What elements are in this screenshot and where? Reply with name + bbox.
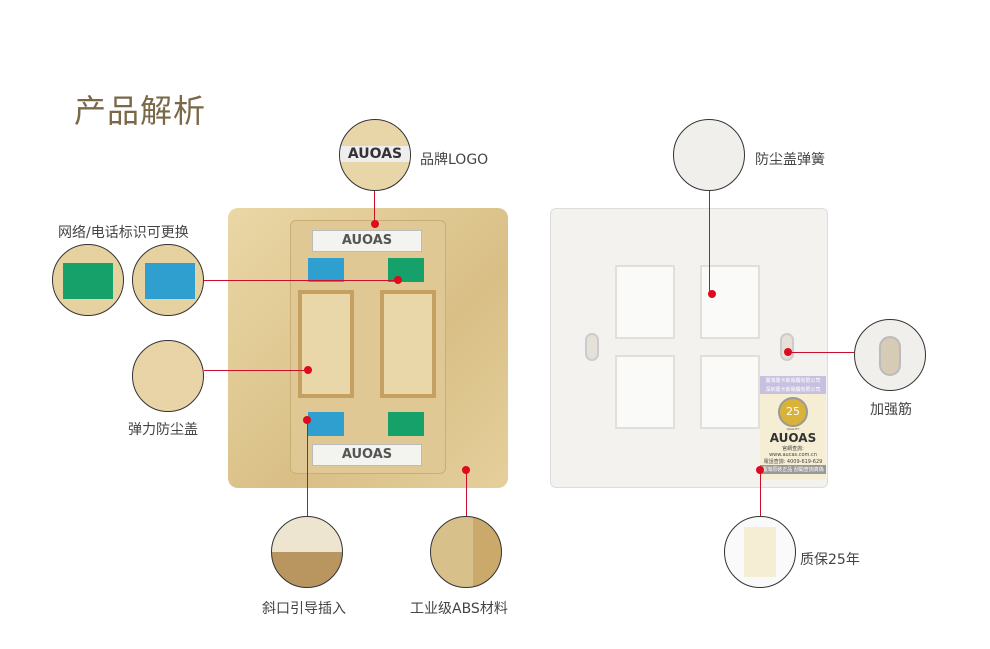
logo-zoom-text: AUOAS <box>340 146 410 162</box>
brand-label-bottom: AUOAS <box>312 444 422 466</box>
callout-line <box>760 470 761 516</box>
callout-line <box>466 470 467 516</box>
callout-line <box>374 190 375 220</box>
bevel-circle <box>271 516 343 588</box>
callout-dot <box>708 290 716 298</box>
screw-slot <box>585 333 599 361</box>
label-material: 工业级ABS材料 <box>410 601 508 617</box>
material-circle <box>430 516 502 588</box>
port-right <box>380 290 436 398</box>
rib-circle <box>854 319 926 391</box>
sticker-company-2: 深圳奧卡斯電纜有限公司 <box>760 385 826 394</box>
keystone-slot <box>615 355 675 429</box>
keystone-slot <box>700 355 760 429</box>
callout-line <box>788 352 854 353</box>
callout-dot <box>756 466 764 474</box>
dust-cover-circle <box>132 340 204 412</box>
port-left <box>298 290 354 398</box>
callout-line <box>204 370 308 371</box>
sticker-company-1: 臺灣奧卡斯電纜有限公司 <box>760 376 826 385</box>
phone-tag-blue-bottom <box>308 412 344 436</box>
label-spring: 防尘盖弹簧 <box>755 152 825 168</box>
brand-label-top: AUOAS <box>312 230 422 252</box>
label-tags: 网络/电话标识可更换 <box>58 225 189 241</box>
label-logo: 品牌LOGO <box>420 152 489 168</box>
blue-tag-circle <box>132 244 204 316</box>
callout-dot <box>303 416 311 424</box>
logo-zoom-circle: AUOAS <box>339 119 411 191</box>
warranty-badge: 25 <box>778 397 808 427</box>
warranty-circle <box>724 516 796 588</box>
callout-dot <box>394 276 402 284</box>
page-title: 产品解析 <box>74 92 207 130</box>
callout-line <box>709 191 710 295</box>
warranty-sticker: 臺灣奧卡斯電纜有限公司 深圳奧卡斯電纜有限公司 25 QUALITY AUOAS… <box>760 376 826 480</box>
callout-line <box>307 420 308 516</box>
keystone-slot <box>615 265 675 339</box>
network-tag-green-bottom <box>388 412 424 436</box>
sticker-phone: 電話查詢: 4009-619-629 <box>763 459 823 465</box>
sticker-brand: AUOAS <box>769 431 817 445</box>
label-rib: 加强筋 <box>870 402 912 418</box>
label-bevel: 斜口引导插入 <box>262 601 346 617</box>
keystone-slot <box>700 265 760 339</box>
green-tag-circle <box>52 244 124 316</box>
callout-dot <box>371 220 379 228</box>
callout-dot <box>462 466 470 474</box>
sticker-web: 官網查詢: www.aucas.com.cn <box>769 446 817 458</box>
label-dust-cover: 弹力防尘盖 <box>128 422 198 438</box>
callout-dot <box>784 348 792 356</box>
label-warranty: 质保25年 <box>800 552 860 568</box>
callout-dot <box>304 366 312 374</box>
sticker-footer: 臺灣原裝正品 刮開查詢真偽 <box>760 465 826 474</box>
spring-circle <box>673 119 745 191</box>
screw-slot <box>780 333 794 361</box>
badge-text: QUALITY <box>786 427 800 431</box>
phone-tag-blue <box>308 258 344 282</box>
callout-line <box>204 280 398 281</box>
